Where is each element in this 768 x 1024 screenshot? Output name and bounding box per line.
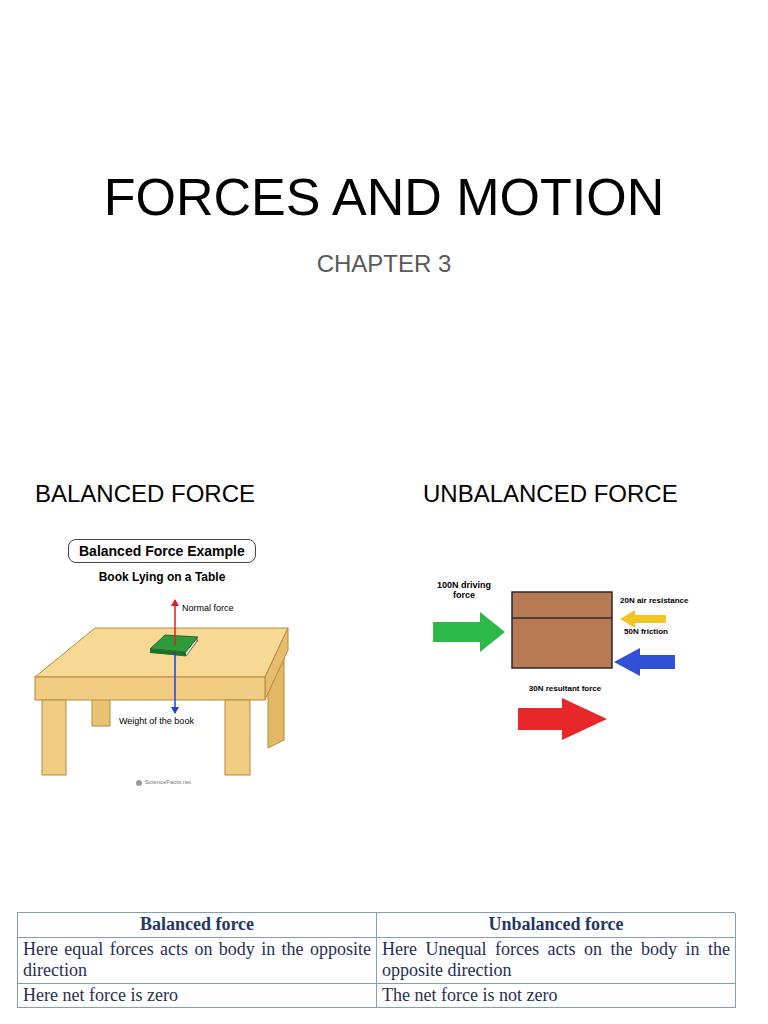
friction-arrow xyxy=(614,648,675,676)
subtitle: CHAPTER 3 xyxy=(0,250,768,278)
table-header: Unbalanced force xyxy=(377,913,736,938)
section-heading: UNBALANCED FORCE xyxy=(423,480,678,508)
table-drawing xyxy=(35,628,288,775)
weight-arrow xyxy=(174,652,176,713)
comparison-table: Balanced forceUnbalanced forceHere equal… xyxy=(17,912,735,1008)
table-cell: Here equal forces acts on body in the op… xyxy=(18,938,377,984)
book-drawing xyxy=(150,635,198,656)
normal-force-arrow xyxy=(174,600,176,645)
logo-icon xyxy=(136,780,142,786)
force-label: 100N driving force xyxy=(432,580,496,601)
section-heading: BALANCED FORCE xyxy=(35,480,255,508)
box-text: Balanced Force Example xyxy=(79,543,245,559)
crate xyxy=(512,592,612,668)
example-box: Balanced Force Example xyxy=(68,539,256,563)
driving-force-arrow xyxy=(433,612,505,652)
force-label: 30N resultant force xyxy=(505,684,625,693)
resultant-force-arrow xyxy=(518,698,607,740)
force-label: Normal force xyxy=(182,603,234,613)
table-cell: The net force is not zero xyxy=(377,984,736,1009)
table-header: Balanced force xyxy=(18,913,377,938)
example-caption: Book Lying on a Table xyxy=(48,571,276,585)
watermark: ScienceFacts.net xyxy=(145,779,191,786)
force-label: 50N friction xyxy=(624,627,668,636)
force-label: 20N air resistance xyxy=(620,596,689,605)
air-resistance-arrow xyxy=(620,610,666,628)
table-cell: Here net force is zero xyxy=(18,984,377,1009)
slide-title: FORCES AND MOTION xyxy=(0,168,768,228)
table-cell: Here Unequal forces acts on the body in … xyxy=(377,938,736,984)
force-label: Weight of the book xyxy=(119,716,194,726)
